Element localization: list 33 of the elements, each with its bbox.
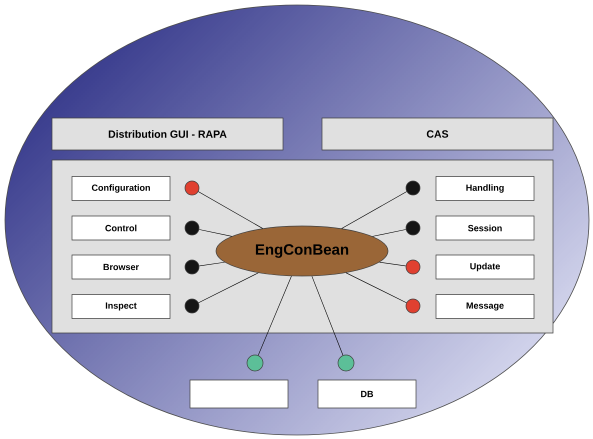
port-circle	[406, 220, 420, 236]
header-box: Distribution GUI - RAPA	[52, 118, 284, 150]
label-box: Session	[436, 216, 534, 240]
connector-line	[379, 262, 406, 266]
connector-line	[346, 272, 407, 304]
port-circle	[184, 260, 200, 274]
connector-line	[198, 262, 225, 266]
port-circle	[184, 298, 200, 314]
connector-line	[312, 276, 344, 356]
port-circle	[184, 180, 200, 196]
port-circle	[246, 354, 264, 372]
port-circle	[338, 354, 354, 372]
connector-line	[198, 229, 232, 237]
header-box: CAS	[322, 118, 554, 150]
port-circle	[184, 220, 200, 236]
label-box	[190, 380, 288, 408]
label-box: Handling	[436, 176, 534, 201]
connector-line	[198, 191, 263, 229]
connector-line	[198, 272, 259, 304]
outer-ellipse	[4, 4, 590, 436]
port-circle	[406, 298, 420, 314]
label-box: Configuration	[72, 176, 170, 201]
label-box: Inspect	[72, 294, 170, 319]
port-circle	[406, 260, 420, 274]
connector-line	[258, 276, 292, 356]
label-box: Message	[436, 294, 534, 319]
label-box: Browser	[72, 254, 170, 280]
label-box: Control	[72, 216, 170, 240]
port-circle	[406, 180, 420, 196]
label-box: Update	[436, 254, 534, 280]
connector-line	[341, 191, 407, 229]
connector-line	[372, 229, 406, 237]
label-box: DB	[318, 380, 416, 408]
